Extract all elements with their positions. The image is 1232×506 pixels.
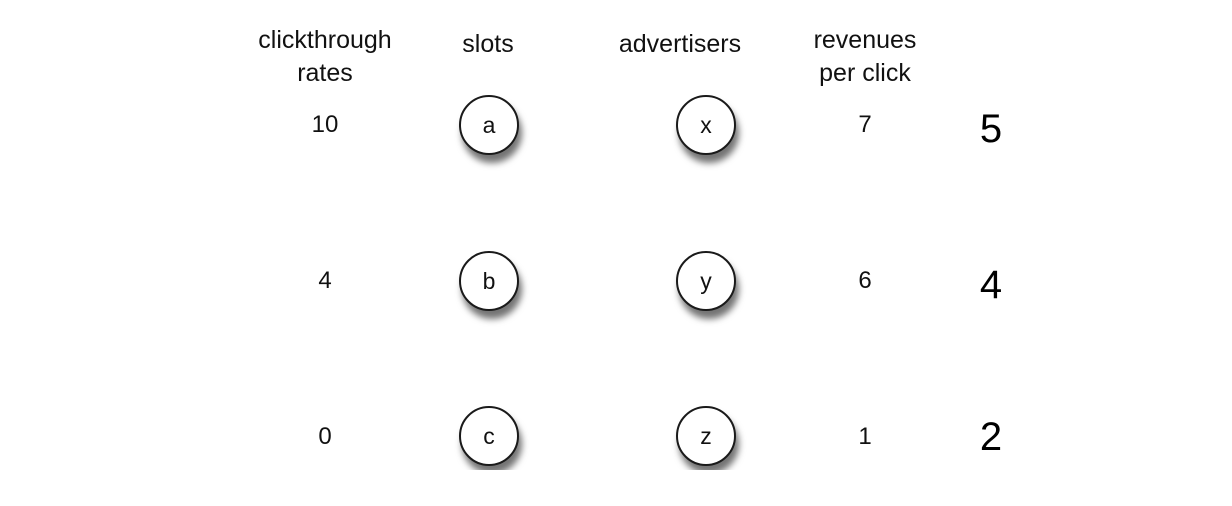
slot-node-b: b — [459, 251, 519, 311]
header-advertisers: advertisers — [618, 30, 742, 58]
header-clickthrough-rates: clickthrough rates — [258, 26, 392, 87]
row-number: 4 — [979, 263, 1003, 307]
slot-node-a: a — [459, 95, 519, 155]
row-number: 2 — [979, 415, 1003, 459]
slot-node-c: c — [459, 406, 519, 466]
ctr-value: 0 — [318, 423, 332, 450]
header-revenues-per-click: revenues per click — [813, 26, 917, 87]
crop-edge — [0, 470, 1232, 506]
row-number: 5 — [979, 107, 1003, 151]
revenue-value: 6 — [858, 267, 872, 294]
ctr-value: 4 — [318, 267, 332, 294]
advertiser-node-y: y — [676, 251, 736, 311]
revenue-value: 7 — [858, 111, 872, 138]
ctr-value: 10 — [311, 111, 339, 138]
advertiser-node-x: x — [676, 95, 736, 155]
header-slots: slots — [462, 30, 514, 58]
revenue-value: 1 — [858, 423, 872, 450]
advertiser-node-z: z — [676, 406, 736, 466]
